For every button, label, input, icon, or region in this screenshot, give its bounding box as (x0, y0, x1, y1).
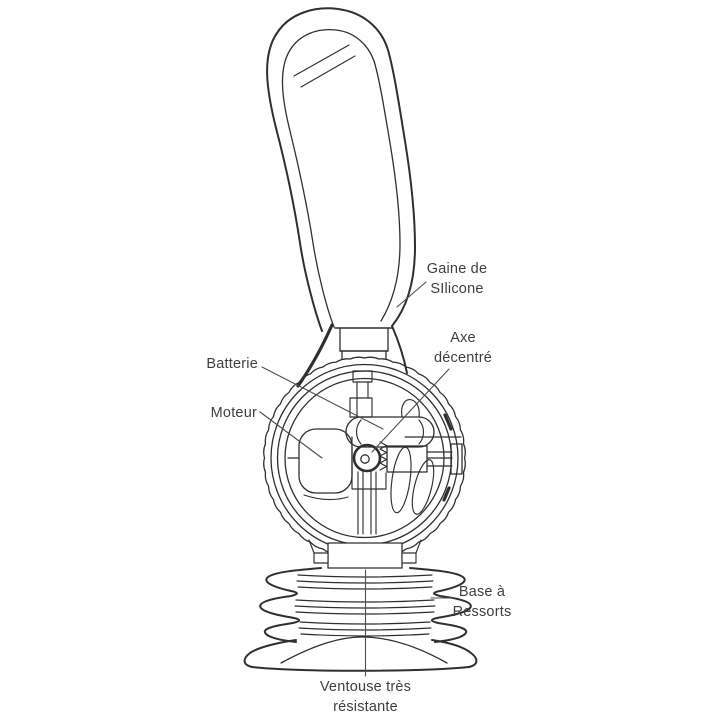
cam-wheel (352, 443, 382, 473)
label-motor: Moteur (156, 404, 257, 424)
cam-bracket (351, 436, 387, 490)
suction-cup (243, 636, 478, 672)
label-offset-axis-line2: décentré (433, 349, 493, 366)
cup-bottom-edge (251, 666, 470, 672)
housing-ring (276, 370, 453, 546)
tip-hatch-line (300, 55, 356, 88)
sheath-outer-wall (266, 7, 416, 332)
label-spring-base-line2: Ressorts (452, 603, 512, 620)
battery-contact (401, 399, 420, 418)
neck (308, 539, 422, 569)
label-silicone-sheath-line1: Gaine de (426, 261, 488, 277)
spring-bellows (259, 567, 472, 643)
tip-hatch-line (293, 44, 350, 77)
label-suction-cup: Ventouse très résistante (303, 678, 428, 717)
bellows-left-profile (259, 567, 322, 643)
housing-top-notch (352, 370, 373, 383)
bellows-right-profile (409, 567, 472, 643)
battery-outline (345, 416, 435, 448)
label-spring-base: Base à Ressorts (441, 583, 523, 622)
motor-lower-contour (303, 494, 349, 501)
leader-battery (261, 366, 384, 430)
label-battery: Batterie (156, 355, 258, 375)
gearbox-block (386, 445, 428, 473)
label-suction-cup-line1: Ventouse très (319, 679, 412, 695)
label-spring-base-line1: Base à (458, 584, 506, 600)
sheath-inner-wall (281, 28, 401, 328)
label-silicone-sheath: Gaine de SIlicone (408, 260, 506, 299)
leader-axis (371, 368, 450, 453)
leader-motor (259, 411, 323, 459)
ring-section-mark (442, 486, 451, 502)
cup-left-rim (243, 639, 297, 668)
motor-outline (298, 428, 353, 494)
axis-hole (360, 454, 370, 464)
ring-section-mark (443, 413, 453, 431)
silicone-sheath-outline (266, 7, 416, 332)
label-offset-axis-line1: Axe (450, 330, 476, 346)
collar-right-edge (391, 325, 408, 374)
counterweight-blade (411, 459, 435, 515)
neck-tab (401, 552, 417, 564)
shaft-end-cap (450, 443, 463, 475)
label-suction-cup-line2: résistante (333, 698, 398, 715)
neck-cylinder (327, 542, 403, 569)
drive-details (357, 436, 463, 535)
label-offset-axis: Axe décentré (416, 329, 510, 368)
eccentric-cam (351, 436, 388, 490)
battery (345, 399, 435, 448)
cup-dome (280, 636, 448, 664)
cup-right-rim (431, 639, 478, 668)
housing-ring (284, 377, 445, 539)
leader-lines (259, 281, 454, 677)
leader-sheath (396, 281, 427, 308)
counterweight-blade (390, 446, 412, 514)
cam-gear-teeth (379, 441, 388, 471)
label-battery-line1: Batterie (206, 356, 258, 372)
label-motor-line1: Moteur (210, 405, 257, 421)
collar (296, 323, 408, 388)
collar-left-edge (296, 323, 334, 388)
neck-tab (313, 552, 329, 564)
label-silicone-sheath-line2: SIlicone (430, 280, 484, 297)
